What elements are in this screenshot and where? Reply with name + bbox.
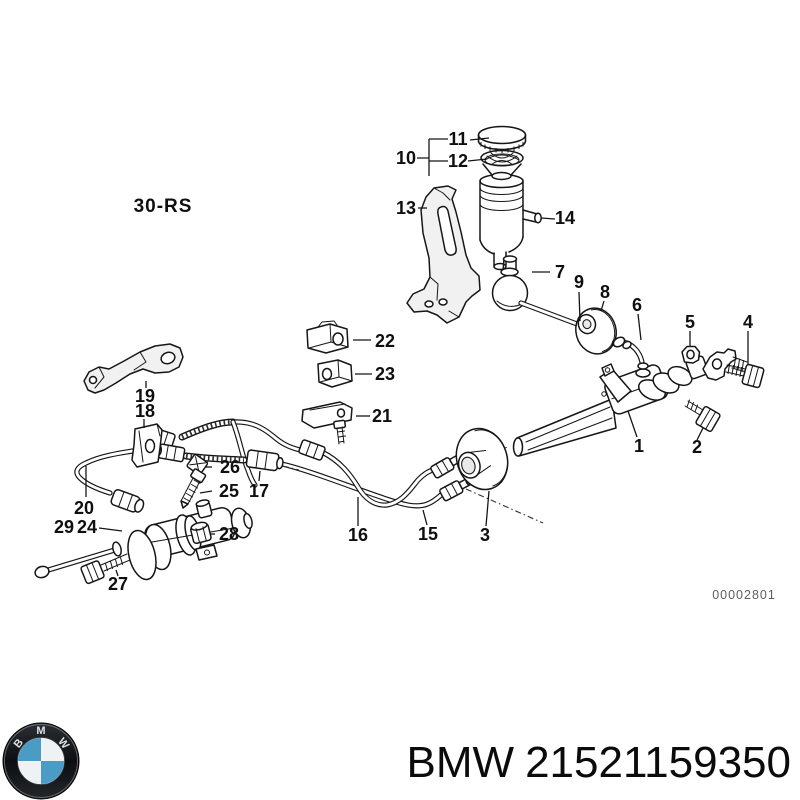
callout-14: 14: [555, 208, 575, 228]
master-cylinder: [512, 336, 748, 457]
reservoir-outlet-nipple: [522, 209, 542, 224]
callout-7: 7: [555, 262, 565, 282]
callout-16: 16: [348, 525, 368, 545]
reservoir-bracket: [406, 185, 481, 324]
callout-17: 17: [249, 481, 269, 501]
callout-25: 25: [219, 481, 239, 501]
pushrod: [518, 300, 588, 330]
roundel-quadrant-top-right: [41, 738, 64, 761]
callout-numbers: 1 2 3 4 5 6 7 8 9 10 11 12 13 14 15 16 1…: [54, 129, 753, 594]
hex-nut-5: [681, 345, 701, 364]
reservoir-strainer: [480, 149, 524, 181]
holder-plate-18: [131, 423, 163, 468]
callout-26: 26: [220, 457, 240, 477]
callout-leader-lines: [85, 137, 749, 577]
pipe-16-collar: [298, 439, 326, 461]
pipe-15: [279, 461, 444, 509]
hydraulic-pipes: [74, 418, 544, 524]
roundel-quadrant-bottom-left: [18, 761, 41, 784]
callout-8: 8: [600, 282, 610, 302]
roundel-quadrant-bottom-right: [41, 761, 64, 784]
pipe-20: [74, 446, 151, 496]
reservoir-cap: [477, 125, 527, 154]
callout-4: 4: [743, 312, 753, 332]
callout-20: 20: [74, 498, 94, 518]
clip-22: [306, 320, 349, 354]
callout-15: 15: [418, 524, 438, 544]
bracket-21: [301, 401, 353, 445]
pipe-16: [319, 449, 435, 508]
callout-2: 2: [692, 437, 702, 457]
callout-3: 3: [480, 525, 490, 545]
callout-19: 19: [135, 386, 155, 406]
pipe-20-end-fitting: [110, 489, 145, 513]
fluid-reservoir: [477, 125, 542, 271]
drawing-number: 00002801: [712, 588, 776, 602]
bolt-27: [80, 553, 131, 585]
logo-letter-m: M: [36, 725, 45, 737]
pipe-elbow-fitting: [612, 336, 651, 378]
holder-bracket-19: [83, 343, 184, 394]
bmw-roundel-logo: B M W: [2, 722, 80, 800]
callout-12: 12: [448, 151, 468, 171]
bleeder-screw-25: [180, 468, 207, 509]
callout-24: 24: [77, 517, 97, 537]
callout-28: 28: [219, 524, 239, 544]
callout-22: 22: [375, 331, 395, 351]
bolt-2: [684, 399, 721, 432]
callout-5: 5: [685, 312, 695, 332]
brand-text: BMW: [407, 738, 515, 787]
mounting-flange: [599, 363, 632, 403]
callout-9: 9: [574, 272, 584, 292]
callout-18: 18: [135, 401, 155, 421]
callout-23: 23: [375, 364, 395, 384]
roundel-quadrant-top-left: [18, 738, 41, 761]
callout-29: 29: [54, 517, 74, 537]
callout-11: 11: [448, 129, 467, 149]
piston-bellows: [638, 355, 709, 401]
nut-28: [189, 521, 212, 545]
pushrod-clevis: [702, 348, 748, 381]
section-code-label: 30-RS: [134, 196, 193, 217]
callout-6: 6: [632, 295, 642, 315]
washer-disc: [575, 307, 617, 355]
callout-27: 27: [108, 574, 128, 594]
hose-fitting-17: [245, 449, 284, 472]
callout-13: 13: [396, 198, 416, 218]
callout-21: 21: [372, 406, 392, 426]
grommet: [455, 427, 509, 491]
push-rod-29: [34, 541, 122, 579]
callout-1: 1: [634, 436, 644, 456]
hose-fittings: [110, 427, 472, 513]
callout-10: 10: [396, 148, 416, 168]
clip-23: [317, 359, 353, 388]
part-number-text: 21521159350: [525, 738, 791, 787]
bolt-4: [725, 363, 765, 389]
